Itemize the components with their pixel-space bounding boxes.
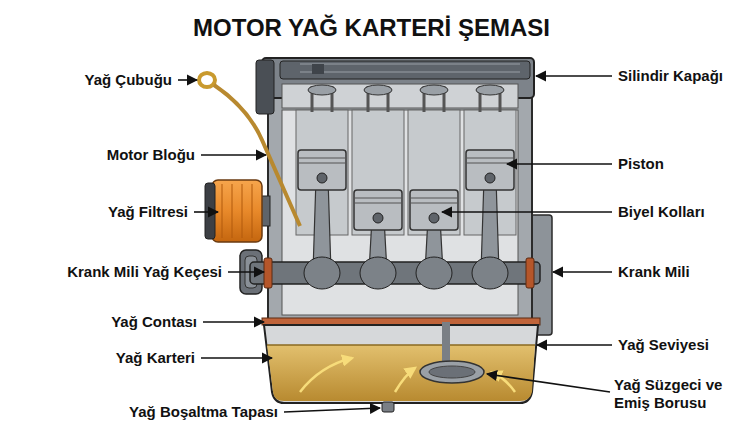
part-label: Yağ Filtresi [108, 203, 188, 221]
cam-lobes [308, 85, 504, 95]
leader-line [536, 75, 612, 77]
valve-cover [280, 61, 530, 79]
part-label: Biyel Kolları [618, 203, 705, 221]
part-label: Yağ Seviyesi [618, 336, 709, 354]
filter-cap [205, 183, 215, 239]
part-label: Yağ Karteri [116, 349, 195, 367]
part-label: Yağ Çubuğu [85, 71, 173, 89]
leader-line [537, 344, 612, 346]
dipstick-ring [199, 73, 215, 87]
oil-pan-gasket [262, 318, 540, 325]
crank-seal [526, 258, 534, 288]
cylinder-bore [352, 110, 404, 235]
leader-line [203, 321, 264, 323]
oil-pan [264, 325, 538, 403]
part-label: Yağ Süzgeci ve Emiş Borusu [614, 376, 734, 412]
leader-lines [178, 76, 612, 412]
leader-line [507, 163, 612, 165]
part-label: Piston [618, 155, 664, 173]
counterweights [304, 257, 508, 289]
part-label: Silindir Kapağı [618, 67, 723, 85]
crank-seal [264, 258, 272, 288]
leader-line [553, 271, 612, 273]
part-label: Motor Bloğu [107, 146, 195, 164]
part-label: Krank Mili Yağ Keçesi [67, 263, 222, 281]
leader-line [284, 408, 380, 412]
leader-line [178, 79, 197, 81]
pistons [298, 150, 514, 230]
oil-filter [212, 180, 262, 242]
filter-ribs [222, 184, 252, 238]
leader-line [442, 211, 612, 213]
cover-rib [300, 71, 520, 73]
part-label: Yağ Boşaltma Tapası [129, 403, 278, 421]
leader-line [194, 211, 218, 213]
leader-line [201, 154, 266, 156]
valve-stems [312, 86, 500, 112]
oil-surface [267, 344, 535, 346]
diagram-title: MOTOR YAĞ KARTERİ ŞEMASI [193, 14, 550, 42]
oil-flow-arrows [300, 358, 515, 392]
cylinder-bore [408, 110, 460, 235]
strainer-mesh [429, 366, 475, 378]
oil-strainer [420, 361, 484, 383]
leader-line [228, 271, 264, 273]
pickup-tube [442, 322, 450, 364]
connecting-rods [313, 178, 499, 272]
head-end-cap [256, 60, 274, 114]
filler-neck [312, 64, 324, 74]
drain-plug [382, 402, 394, 412]
engine-block [268, 92, 532, 322]
head-cutaway [282, 84, 518, 108]
part-label: Krank Mili [618, 263, 690, 281]
leader-line [201, 357, 272, 359]
cover-rib [300, 63, 520, 65]
part-label: Yağ Contası [111, 313, 197, 331]
engine-oil [267, 345, 535, 401]
leader-line [487, 374, 610, 392]
